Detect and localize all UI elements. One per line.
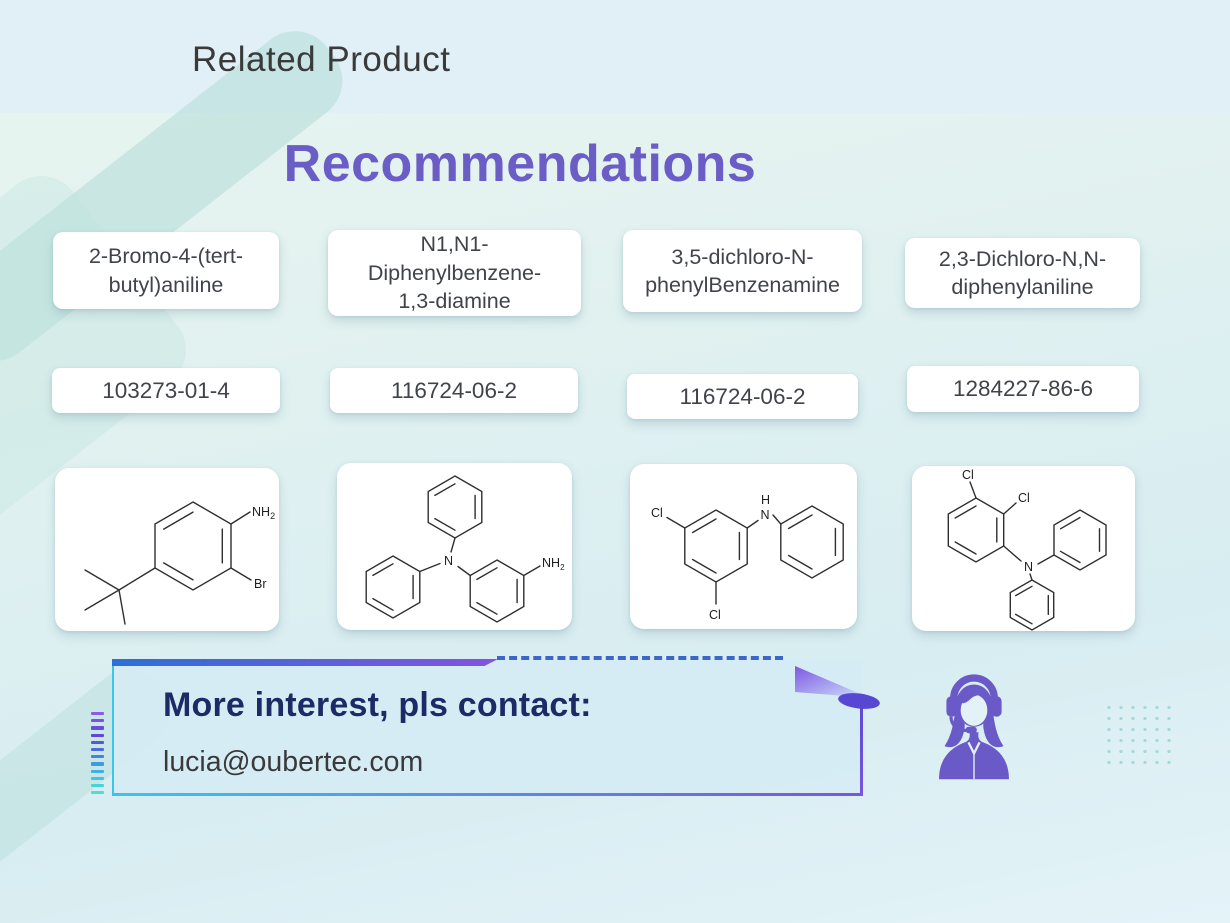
atom-label: NH2 bbox=[252, 505, 275, 521]
product-name: 2-Bromo-4-(tert-butyl)aniline bbox=[88, 244, 244, 297]
structure-card: N NH2 bbox=[337, 463, 572, 630]
product-name-card: 3,5-dichloro-N-phenylBenzenamine bbox=[623, 230, 862, 312]
product-name: 2,3-Dichloro-N,N-diphenylaniline bbox=[938, 246, 1107, 299]
atom-label: Cl bbox=[962, 468, 974, 482]
page-title: Recommendations bbox=[283, 135, 757, 193]
atom-label: N bbox=[761, 508, 770, 522]
atom-label: Br bbox=[254, 577, 267, 591]
chemical-structure-image: Cl Cl H N bbox=[651, 493, 844, 622]
dot-grid-decoration bbox=[1103, 702, 1175, 768]
atom-label: Cl bbox=[651, 506, 663, 520]
cas-number: 116724-06-2 bbox=[679, 383, 806, 409]
contact-box-right-bar bbox=[860, 702, 863, 795]
atom-label: Cl bbox=[1018, 491, 1030, 505]
chemical-structure-image: NH2 Br bbox=[84, 501, 275, 625]
dashed-line-decoration bbox=[497, 656, 783, 660]
flag-pointer-icon bbox=[795, 666, 880, 709]
product-name-card: 2,3-Dichloro-N,N-diphenylaniline bbox=[905, 238, 1140, 308]
atom-label: Cl bbox=[709, 608, 721, 622]
header-title: Related Product bbox=[192, 40, 451, 79]
structure-card: Cl Cl N bbox=[912, 466, 1135, 631]
cas-number-card: 116724-06-2 bbox=[627, 374, 858, 419]
product-name-card: 2-Bromo-4-(tert-butyl)aniline bbox=[53, 232, 279, 309]
chemical-structure-image: N NH2 bbox=[365, 475, 565, 623]
atom-label: N bbox=[1024, 560, 1033, 574]
structure-card: NH2 Br bbox=[55, 468, 279, 631]
ladder-dashes-decoration bbox=[91, 712, 104, 795]
cas-number: 103273-01-4 bbox=[102, 377, 230, 403]
chemical-structure-image: Cl Cl N bbox=[947, 468, 1107, 631]
cas-number-card: 1284227-86-6 bbox=[907, 366, 1139, 412]
contact-box bbox=[112, 660, 862, 795]
contact-box-bottom-bar bbox=[112, 793, 863, 796]
top-band bbox=[0, 0, 1230, 113]
product-name-card: N1,N1-Diphenylbenzene-1,3-diamine bbox=[328, 230, 581, 316]
contact-heading: More interest, pls contact: bbox=[163, 686, 592, 724]
product-name: N1,N1-Diphenylbenzene-1,3-diamine bbox=[367, 232, 542, 314]
product-name: 3,5-dichloro-N-phenylBenzenamine bbox=[645, 244, 840, 297]
headset-agent-icon bbox=[939, 674, 1009, 780]
cas-number-card: 103273-01-4 bbox=[52, 368, 280, 413]
atom-label: N bbox=[444, 554, 453, 568]
atom-label: H bbox=[761, 493, 770, 507]
cas-number: 116724-06-2 bbox=[391, 377, 517, 403]
atom-label: NH2 bbox=[542, 556, 565, 572]
contact-box-top-bar bbox=[112, 659, 498, 666]
cas-number-card: 116724-06-2 bbox=[330, 368, 578, 413]
contact-email: lucia@oubertec.com bbox=[163, 746, 424, 778]
cas-number: 1284227-86-6 bbox=[952, 376, 1094, 401]
structure-card: Cl Cl H N bbox=[630, 464, 857, 629]
